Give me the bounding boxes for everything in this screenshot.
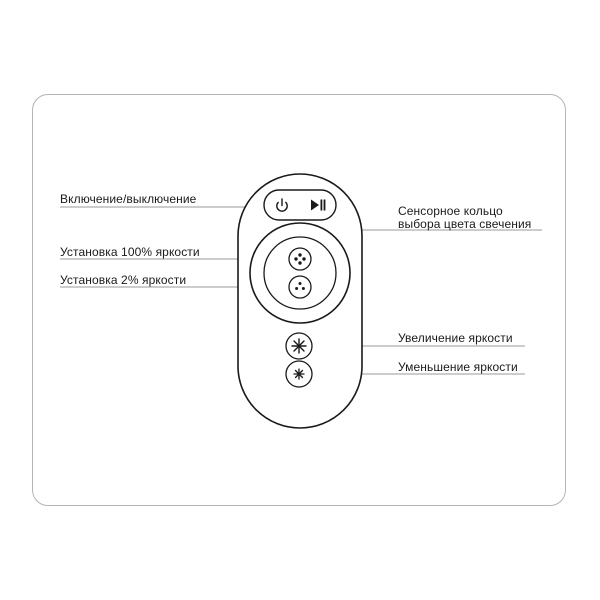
label-brightness-100: Установка 100% яркости bbox=[60, 245, 200, 259]
brightness-2-button[interactable] bbox=[288, 275, 312, 299]
label-brightness-2: Установка 2% яркости bbox=[60, 273, 187, 287]
label-power: Включение/выключение bbox=[60, 192, 197, 206]
small-sun-icon bbox=[293, 368, 305, 380]
power-play-button[interactable] bbox=[263, 189, 337, 221]
diagram-frame bbox=[32, 94, 566, 506]
brightness-decrease-button[interactable] bbox=[285, 360, 313, 388]
three-dots-icon bbox=[295, 282, 305, 290]
label-increase: Увеличение яркости bbox=[398, 331, 513, 345]
label-ring-line1: Сенсорное кольцо bbox=[398, 204, 503, 218]
brightness-increase-button[interactable] bbox=[285, 332, 313, 360]
power-icon bbox=[276, 198, 288, 212]
large-sun-icon bbox=[291, 338, 307, 354]
label-decrease: Уменьшение яркости bbox=[398, 360, 518, 374]
touch-ring-inner bbox=[263, 236, 337, 310]
play-pause-icon bbox=[311, 199, 326, 211]
brightness-100-button[interactable] bbox=[288, 247, 312, 271]
label-ring-line2: выбора цвета свечения bbox=[398, 217, 532, 231]
four-dots-icon bbox=[294, 253, 306, 265]
